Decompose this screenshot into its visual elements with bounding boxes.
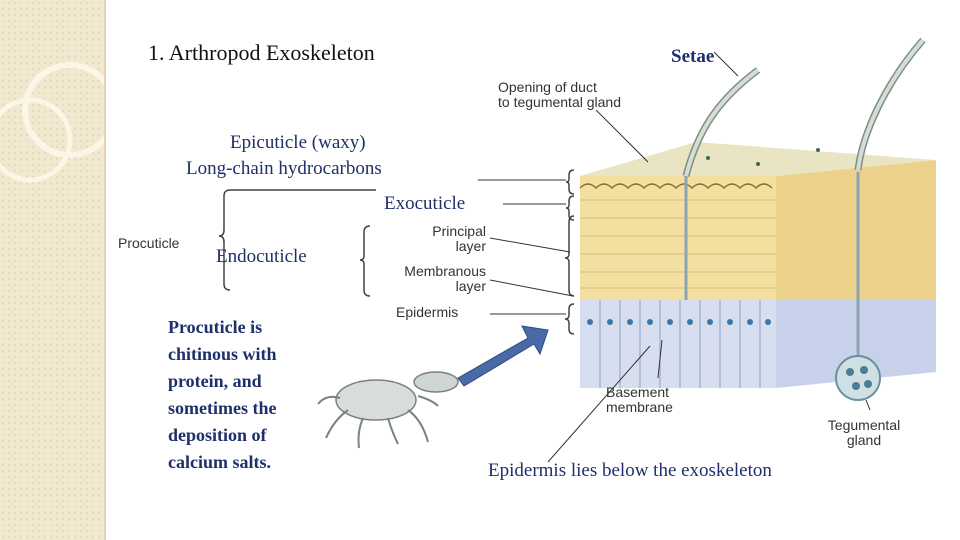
cuticle-top bbox=[580, 142, 936, 176]
gland-cells bbox=[846, 366, 872, 390]
principal-layer-label: Principal layer bbox=[410, 224, 486, 254]
principal-layer-line2: layer bbox=[455, 238, 486, 254]
principal-layer-line1: Principal bbox=[432, 223, 486, 239]
epicuticle-label: Epicuticle (waxy) bbox=[230, 132, 366, 153]
layer-brackets bbox=[218, 169, 575, 335]
epidermis-front bbox=[580, 300, 776, 388]
cell-nuclei bbox=[587, 319, 771, 325]
cuticle-striations bbox=[580, 199, 776, 289]
exocuticle-label: Exocuticle bbox=[384, 193, 466, 214]
epidermis-note: Epidermis lies below the exoskeleton bbox=[488, 460, 772, 481]
procuticle-note-line: chitinous with bbox=[168, 344, 277, 364]
procuticle-note-line: Procuticle is bbox=[168, 317, 263, 337]
procuticle-note: Procuticle is chitinous with protein, an… bbox=[168, 314, 277, 476]
tegumental-gland-label: Tegumental gland bbox=[810, 418, 918, 448]
cuticle-front bbox=[580, 176, 776, 300]
pointer-arrow bbox=[457, 325, 549, 387]
sidebar-curves bbox=[0, 62, 105, 183]
membranous-layer-line2: layer bbox=[455, 278, 486, 294]
tegumental-gland-shape bbox=[835, 355, 881, 401]
cuticle-side bbox=[776, 160, 936, 300]
epidermis-cells bbox=[599, 300, 761, 388]
exoskeleton-diagram bbox=[218, 37, 936, 463]
procuticle-note-line: deposition of bbox=[168, 425, 267, 445]
membranous-layer-line1: Membranous bbox=[404, 263, 486, 279]
duct-opening-label-line1: Opening of duct bbox=[498, 79, 597, 95]
basement-membrane-line2: membrane bbox=[606, 399, 673, 415]
epidermis-side bbox=[776, 300, 936, 388]
slide: 1. Arthropod Exoskeleton Epicuticle (wax… bbox=[118, 0, 940, 540]
basement-membrane-label: Basement membrane bbox=[606, 385, 673, 415]
epidermis-label: Epidermis bbox=[396, 304, 459, 320]
tegumental-gland-line1: Tegumental bbox=[827, 417, 901, 433]
sidebar-edge bbox=[104, 0, 106, 540]
procuticle-note-line: protein, and bbox=[168, 371, 262, 391]
duct-opening-label: Opening of duct to tegumental gland bbox=[498, 80, 621, 110]
procuticle-note-line: sometimes the bbox=[168, 398, 277, 418]
decorative-sidebar bbox=[0, 0, 105, 540]
procuticle-note-line: calcium salts. bbox=[168, 452, 271, 472]
setae-label: Setae bbox=[671, 46, 715, 67]
epicuticle-sublabel: Long-chain hydrocarbons bbox=[186, 158, 382, 179]
endocuticle-label: Endocuticle bbox=[216, 246, 307, 267]
slide-title: 1. Arthropod Exoskeleton bbox=[148, 40, 375, 65]
crab-illustration bbox=[317, 371, 459, 449]
duct-opening-label-line2: to tegumental gland bbox=[498, 94, 621, 110]
seta-right bbox=[854, 37, 926, 171]
procuticle-label: Procuticle bbox=[118, 235, 180, 251]
tegumental-gland-line2: gland bbox=[846, 432, 882, 448]
membranous-layer-label: Membranous layer bbox=[366, 264, 486, 294]
leader-lines bbox=[478, 51, 871, 463]
basement-membrane-line1: Basement bbox=[606, 384, 670, 400]
epicuticle-wave bbox=[579, 183, 773, 190]
duct-openings bbox=[706, 148, 820, 166]
